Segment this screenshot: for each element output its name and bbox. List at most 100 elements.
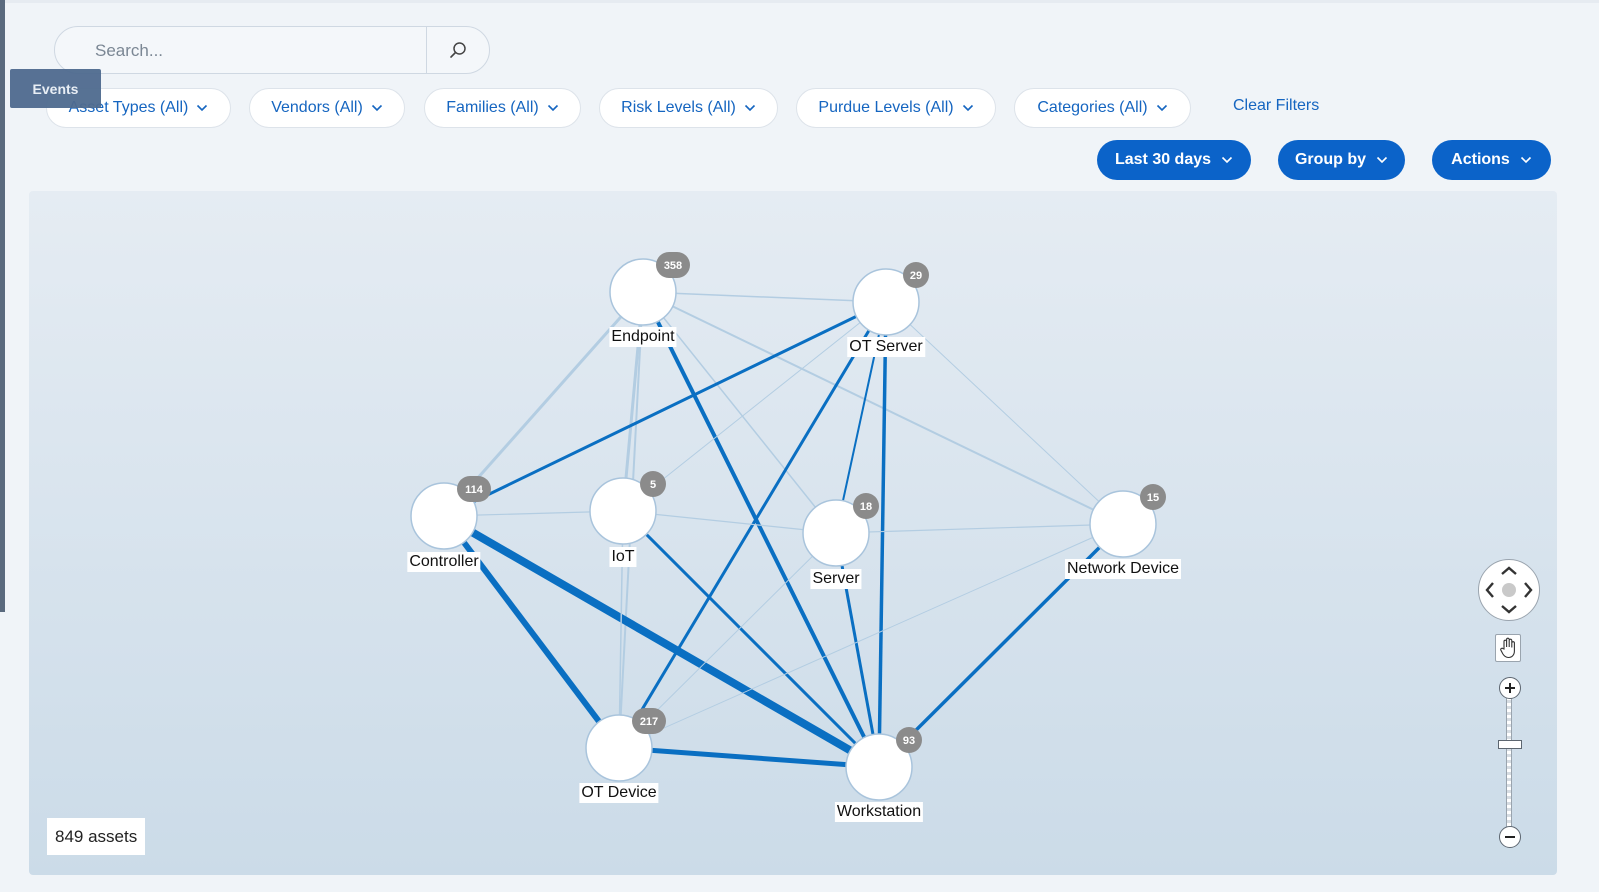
hand-icon — [1500, 637, 1515, 659]
count-badge-text: 5 — [650, 479, 656, 491]
count-badge — [640, 471, 666, 497]
count-badge-text: 15 — [1147, 492, 1159, 504]
chevron-down-icon — [962, 104, 973, 112]
zoom-out-button[interactable] — [1499, 826, 1521, 848]
graph-edge — [621, 509, 881, 769]
zoom-slider-handle[interactable] — [1498, 740, 1522, 749]
pan-arrows-icon — [1485, 566, 1533, 614]
chevron-down-icon — [197, 104, 208, 112]
search-divider — [426, 27, 427, 73]
count-badge — [632, 708, 666, 734]
node-circle[interactable] — [609, 258, 677, 326]
chevron-down-icon — [371, 104, 382, 112]
graph-edges — [441, 291, 1125, 771]
graph-node-network-device[interactable]: 15 — [1089, 484, 1166, 558]
actions-label: Actions — [1451, 151, 1510, 168]
plus-icon — [1505, 683, 1515, 693]
clear-filters-link[interactable]: Clear Filters — [1233, 97, 1320, 114]
filter-vendors[interactable]: Vendors (All) — [249, 88, 405, 128]
chevron-down-icon — [1520, 156, 1531, 164]
count-badge-text: 93 — [903, 735, 915, 747]
hand-button[interactable] — [1495, 634, 1521, 662]
group-by-dropdown[interactable]: Group by — [1278, 140, 1405, 180]
node-circle[interactable] — [585, 714, 653, 782]
graph-edge — [642, 291, 887, 303]
graph-edge — [441, 514, 622, 750]
node-label: OT Server — [847, 337, 925, 357]
chevron-down-icon — [547, 104, 558, 112]
zoom-in-button[interactable] — [1499, 677, 1521, 699]
node-label: IoT — [609, 547, 637, 567]
graph-node-server[interactable]: 18 — [802, 493, 879, 567]
events-tab[interactable]: Events — [10, 69, 101, 108]
filter-label: Vendors (All) — [271, 99, 363, 116]
graph-node-ot-device[interactable]: 217 — [585, 708, 666, 782]
count-badge — [457, 476, 491, 502]
asset-count: 849 assets — [47, 818, 146, 855]
node-label: Server — [810, 569, 862, 589]
graph-edge — [885, 301, 1124, 525]
search-input[interactable] — [93, 27, 427, 75]
graph-node-endpoint[interactable]: 358 — [609, 252, 690, 326]
graph-edge — [835, 523, 1124, 534]
group-by-label: Group by — [1294, 151, 1367, 168]
count-badge-text: 217 — [640, 716, 658, 728]
node-circle[interactable] — [845, 733, 913, 801]
filter-label: Families (All) — [446, 99, 539, 116]
minus-icon — [1505, 836, 1515, 838]
filter-label: Purdue Levels (All) — [818, 99, 954, 116]
search-box — [54, 26, 490, 75]
time-range-label: Last 30 days — [1114, 151, 1212, 168]
node-label: Network Device — [1064, 559, 1182, 579]
chevron-down-icon — [1376, 156, 1388, 164]
graph-node-controller[interactable]: 114 — [410, 476, 491, 550]
search-icon — [450, 42, 466, 58]
count-badge — [656, 252, 690, 278]
node-label: Controller — [407, 552, 481, 572]
filter-purdue-levels[interactable]: Purdue Levels (All) — [796, 88, 996, 128]
graph-edge — [622, 301, 887, 512]
node-label: Workstation — [834, 802, 924, 822]
count-badge — [896, 727, 922, 753]
node-circle[interactable] — [589, 477, 657, 545]
filter-asset-types[interactable]: Asset Types (All) — [46, 88, 231, 128]
pan-control[interactable] — [1478, 559, 1540, 621]
asset-graph[interactable]: 358 29 114 5 18 15 217 93 — [29, 191, 1557, 875]
top-bar — [5, 0, 1599, 3]
graph-edge — [618, 745, 880, 770]
graph-node-iot[interactable]: 5 — [589, 471, 666, 545]
count-badge-text: 114 — [465, 484, 484, 496]
actions-dropdown[interactable]: Actions — [1432, 140, 1551, 180]
count-badge-text: 18 — [860, 501, 872, 513]
graph-nodes: 358 29 114 5 18 15 217 93 — [410, 252, 1166, 801]
graph-edge — [442, 512, 881, 771]
chevron-down-icon — [744, 104, 755, 112]
filter-families[interactable]: Families (All) — [424, 88, 581, 128]
node-circle[interactable] — [410, 482, 478, 550]
graph-node-ot-server[interactable]: 29 — [852, 262, 929, 336]
node-label: Endpoint — [609, 327, 677, 347]
left-edge-bar — [0, 0, 5, 612]
node-circle[interactable] — [852, 268, 920, 336]
node-circle[interactable] — [802, 499, 870, 567]
count-badge-text: 29 — [910, 270, 922, 282]
node-circle[interactable] — [1089, 490, 1157, 558]
graph-edge — [877, 301, 888, 768]
graph-edge — [641, 291, 881, 768]
chevron-down-icon — [1221, 156, 1233, 164]
count-badge — [853, 493, 879, 519]
filter-label: Categories (All) — [1037, 99, 1148, 116]
graph-edge — [443, 300, 887, 518]
count-badge-text: 358 — [664, 260, 682, 272]
zoom-slider-track[interactable] — [1506, 697, 1512, 837]
filter-risk-levels[interactable]: Risk Levels (All) — [599, 88, 778, 128]
search-button[interactable] — [427, 27, 489, 73]
graph-node-workstation[interactable]: 93 — [845, 727, 922, 801]
graph-edge — [617, 301, 888, 749]
filter-categories[interactable]: Categories (All) — [1014, 88, 1191, 128]
time-range-dropdown[interactable]: Last 30 days — [1097, 140, 1251, 180]
node-label: OT Device — [579, 783, 659, 803]
graph-edge — [618, 523, 1124, 749]
count-badge — [903, 262, 929, 288]
